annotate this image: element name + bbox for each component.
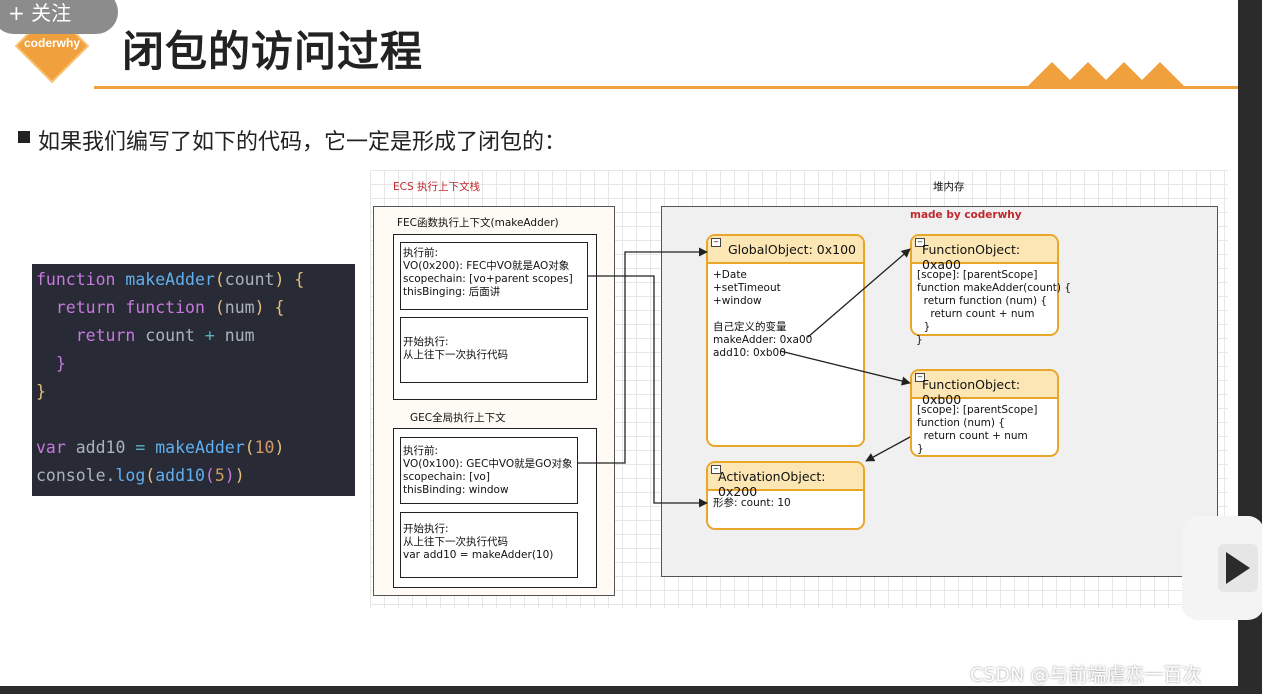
function-object-a00-line: function makeAdder(count) { xyxy=(917,282,1071,294)
play-button[interactable] xyxy=(1182,516,1262,620)
fec-start-box: 开始执行: 从上往下一次执行代码 xyxy=(400,317,588,383)
function-object-b00: − FunctionObject: 0xb00 [scope]: [parent… xyxy=(910,369,1059,457)
function-object-b00-line: [scope]: [parentScope] xyxy=(917,404,1038,416)
global-object-line: add10: 0xb00 xyxy=(713,347,786,359)
gec-before-box: 执行前: VO(0x100): GEC中VO就是GO对象 scopechain:… xyxy=(400,437,578,504)
arrow-add10-to-function-b00 xyxy=(779,350,911,386)
activation-object-header xyxy=(708,463,863,491)
intro-text: 如果我们编写了如下的代码，它一定是形成了闭包的： xyxy=(38,130,567,155)
page-title: 闭包的访问过程 xyxy=(122,27,424,76)
global-object-line: 自己定义的变量 xyxy=(713,321,787,333)
collapse-icon[interactable]: − xyxy=(711,238,721,247)
global-object: − GlobalObject: 0x100 +Date +setTimeout … xyxy=(706,234,865,447)
code-line: console.log(add10(5)) xyxy=(36,466,245,485)
function-object-a00-line: } xyxy=(916,334,923,346)
fec-before-box: 执行前: VO(0x200): FEC中VO就是AO对象 scopechain:… xyxy=(400,242,588,310)
function-object-a00-title: FunctionObject: 0xa00 xyxy=(922,242,1021,272)
code-line: } xyxy=(36,382,46,401)
arrow-gec-to-global-object xyxy=(578,247,708,464)
gec-before-line: scopechain: [vo] xyxy=(403,471,490,483)
function-object-a00-line: return function (num) { xyxy=(917,295,1048,307)
bottom-edge-bar xyxy=(0,686,1262,694)
activation-object-line: 形参: count: 10 xyxy=(713,497,791,509)
fec-start-line: 开始执行: xyxy=(403,336,449,348)
function-object-a00-line: [scope]: [parentScope] xyxy=(917,269,1038,281)
function-object-a00-line: return count + num xyxy=(917,308,1035,320)
global-object-line: +setTimeout xyxy=(713,282,781,294)
fec-before-line: 执行前: xyxy=(403,247,439,259)
gec-start-line: 开始执行: xyxy=(403,523,449,535)
code-line: return count + num xyxy=(75,326,255,345)
header-bar xyxy=(0,0,1238,94)
gec-before-line: VO(0x100): GEC中VO就是GO对象 xyxy=(403,458,573,470)
global-object-line: makeAdder: 0xa00 xyxy=(713,334,813,346)
code-line: var add10 = makeAdder(10) xyxy=(36,438,285,457)
gec-start-line: 从上往下一次执行代码 xyxy=(403,536,508,548)
function-object-a00: − FunctionObject: 0xa00 [scope]: [parent… xyxy=(910,234,1071,336)
global-object-line: +Date xyxy=(713,269,747,281)
function-object-a00-header xyxy=(912,236,1057,264)
global-object-title: GlobalObject: 0x100 xyxy=(728,242,856,257)
fec-title: FEC函数执行上下文(makeAdder) xyxy=(397,217,559,229)
gec-before-line: thisBinding: window xyxy=(403,484,509,496)
function-object-b00-header xyxy=(912,371,1057,399)
fec-before-line: scopechain: [vo+parent scopes] xyxy=(403,273,573,285)
code-block: function makeAdder(count) { return funct… xyxy=(32,264,355,496)
code-line: return function (num) { xyxy=(55,298,285,317)
gec-start-line: var add10 = makeAdder(10) xyxy=(403,549,554,561)
code-line: } xyxy=(55,354,66,373)
function-object-b00-line: function (num) { xyxy=(917,417,1005,429)
gec-title: GEC全局执行上下文 xyxy=(410,412,506,424)
arrow-makeadder-to-function-a00 xyxy=(807,248,911,338)
gec-before-line: 执行前: xyxy=(403,445,439,457)
ecs-label: ECS 执行上下文栈 xyxy=(393,181,480,193)
follow-button[interactable]: + 关注 xyxy=(0,0,118,34)
code-line: function makeAdder(count) { xyxy=(36,270,305,289)
global-object-header xyxy=(708,236,863,264)
made-by-label: made by coderwhy xyxy=(910,209,1022,221)
gec-start-box: 开始执行: 从上往下一次执行代码 var add10 = makeAdder(1… xyxy=(400,512,578,578)
play-icon xyxy=(1218,544,1258,592)
function-object-a00-line: } xyxy=(917,321,931,333)
collapse-icon[interactable]: − xyxy=(915,373,925,382)
bullet-square-icon xyxy=(18,131,30,143)
arrow-fec-to-activation-object xyxy=(588,275,708,508)
collapse-icon[interactable]: − xyxy=(915,238,925,247)
fec-before-line: VO(0x200): FEC中VO就是AO对象 xyxy=(403,260,570,272)
function-object-b00-line: } xyxy=(917,443,924,455)
activation-object: − ActivationObject: 0x200 形参: count: 10 xyxy=(706,461,865,530)
activation-object-title: ActivationObject: 0x200 xyxy=(718,469,826,499)
logo-text: coderwhy xyxy=(23,36,80,50)
title-underline xyxy=(94,86,1238,89)
global-object-line: +window xyxy=(713,295,762,307)
collapse-icon[interactable]: − xyxy=(711,465,721,474)
watermark: CSDN @与前端虐恋一百次 xyxy=(970,664,1202,686)
fec-before-line: thisBinging: 后面讲 xyxy=(403,286,501,298)
arrow-function-b00-to-activation-object xyxy=(865,436,911,462)
fec-start-line: 从上往下一次执行代码 xyxy=(403,349,508,361)
function-object-b00-line: return count + num xyxy=(917,430,1028,442)
function-object-b00-title: FunctionObject: 0xb00 xyxy=(922,377,1021,407)
decorative-mountains-icon xyxy=(1028,62,1184,86)
heap-label: 堆内存 xyxy=(933,181,965,193)
